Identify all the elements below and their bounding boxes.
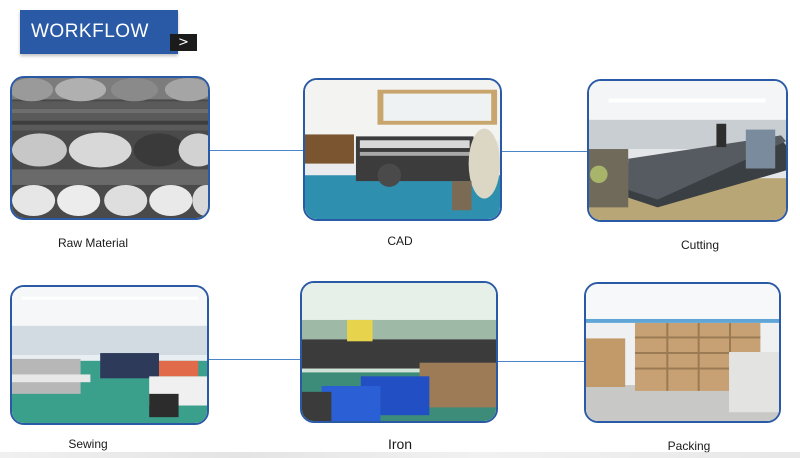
cutting-photo: [587, 79, 788, 222]
cropped-caption-row: [0, 452, 800, 458]
iron-photo: [300, 281, 498, 423]
cad-photo: [303, 78, 502, 221]
step-label-iron: Iron: [387, 436, 413, 452]
step-label-sewing: Sewing: [68, 437, 108, 451]
packing-photo: [584, 282, 781, 423]
workflow-banner: WORKFLOW >: [20, 10, 197, 54]
arrow-icon[interactable]: >: [170, 34, 197, 51]
step-label-raw-material: Raw Material: [57, 236, 129, 250]
step-label-cutting: Cutting: [680, 238, 720, 252]
workflow-title: WORKFLOW: [31, 21, 149, 42]
connector-line: [502, 151, 590, 152]
raw-material-photo: [10, 76, 210, 220]
step-label-cad: CAD: [387, 234, 413, 248]
sewing-photo: [10, 285, 209, 425]
connector-line: [208, 150, 304, 151]
connector-line: [498, 361, 586, 362]
step-label-packing: Packing: [667, 439, 711, 453]
connector-line: [208, 359, 302, 360]
